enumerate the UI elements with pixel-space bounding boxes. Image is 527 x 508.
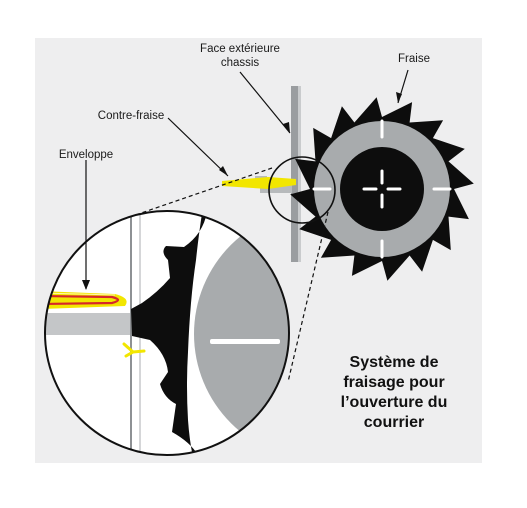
caption-line-3: l’ouverture du xyxy=(341,394,448,411)
contre-fraise-block xyxy=(260,183,292,193)
chassis-face-highlight xyxy=(298,86,301,262)
crosshair-marks xyxy=(312,119,452,259)
label-enveloppe: Enveloppe xyxy=(59,149,113,161)
caption: Système de fraisage pour l’ouverture du … xyxy=(341,354,448,431)
zoom-indicator-circle xyxy=(268,156,336,224)
inset-contre-fraise xyxy=(45,313,130,335)
envelope-small xyxy=(222,177,296,189)
inset-cutter-teeth xyxy=(131,211,214,455)
fraise-cutter xyxy=(290,97,474,281)
chassis-face-plate xyxy=(291,86,298,262)
caption-line-1: Système de xyxy=(350,354,439,371)
inset-chip-arrow xyxy=(122,342,146,358)
leader-arrowheads xyxy=(82,92,402,290)
cutter-hub xyxy=(340,147,424,231)
magnified-inset xyxy=(44,210,290,456)
label-fraise: Fraise xyxy=(398,53,430,65)
label-face-exterieure: Face extérieure xyxy=(200,43,280,55)
caption-line-4: courrier xyxy=(364,414,424,431)
label-chassis: chassis xyxy=(221,57,260,69)
zoom-connector-bottom xyxy=(287,211,329,383)
label-contre-fraise: Contre-fraise xyxy=(98,110,164,122)
caption-line-2: fraisage pour xyxy=(343,374,444,391)
inset-cutter-body xyxy=(194,211,289,455)
inset-white-slit xyxy=(210,339,280,344)
